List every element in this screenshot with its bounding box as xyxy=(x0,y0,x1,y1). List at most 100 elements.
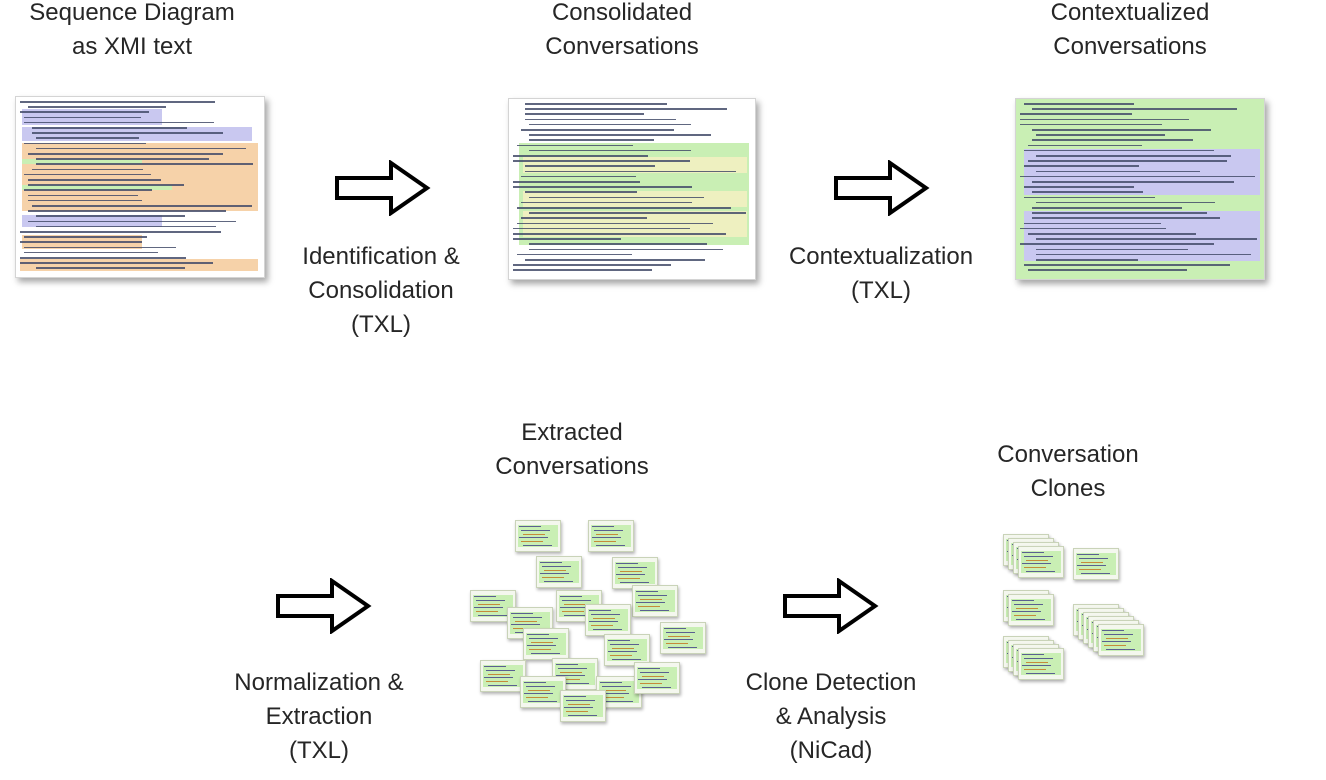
text-line xyxy=(28,194,138,197)
text-line xyxy=(668,635,690,637)
text-line xyxy=(564,615,593,616)
highlight-band xyxy=(523,681,563,703)
text-line xyxy=(1024,165,1139,167)
stage-label-line: Clones xyxy=(1030,475,1106,502)
text-line xyxy=(525,165,655,167)
text-line xyxy=(513,186,692,188)
text-line xyxy=(20,241,143,243)
text-line xyxy=(618,566,647,568)
text-line xyxy=(1081,561,1103,563)
text-line xyxy=(556,675,585,677)
text-line xyxy=(560,596,582,597)
text-line xyxy=(20,231,222,233)
conversation-thumbnail xyxy=(632,585,678,617)
stage-label-xmi: Sequence Diagram as XMI text xyxy=(14,0,250,64)
text-line xyxy=(562,611,584,613)
text-line xyxy=(542,565,571,567)
highlight-band xyxy=(1024,211,1260,261)
text-line xyxy=(28,153,223,155)
text-line xyxy=(476,611,498,613)
highlight-band xyxy=(637,667,677,689)
text-line xyxy=(1077,565,1106,567)
step-label-line: (TXL) xyxy=(851,277,911,304)
text-line xyxy=(1032,139,1193,141)
text-line xyxy=(596,545,625,546)
text-line xyxy=(526,685,555,687)
highlight-band xyxy=(563,695,603,717)
highlight-band xyxy=(1021,551,1061,573)
text-line xyxy=(529,243,707,245)
text-line xyxy=(521,529,550,531)
text-line xyxy=(589,621,618,623)
text-line xyxy=(593,617,615,619)
text-line xyxy=(1036,259,1138,261)
text-line xyxy=(568,703,590,705)
highlight-band xyxy=(1101,629,1141,651)
text-line xyxy=(529,248,723,251)
text-line xyxy=(28,184,184,186)
text-line xyxy=(24,142,147,145)
text-line xyxy=(558,667,587,669)
text-line xyxy=(1032,181,1235,183)
conversation-thumbnail xyxy=(588,520,634,552)
text-line xyxy=(513,155,649,157)
text-line xyxy=(32,168,143,171)
text-line xyxy=(616,563,638,564)
highlight-band xyxy=(635,590,675,612)
text-line xyxy=(594,541,616,543)
text-line xyxy=(527,645,556,647)
text-line xyxy=(1020,227,1166,230)
text-line xyxy=(36,147,246,150)
text-line xyxy=(564,603,586,605)
text-line xyxy=(558,679,580,681)
text-line xyxy=(1024,264,1231,266)
text-line xyxy=(513,181,640,183)
text-line xyxy=(1024,555,1053,557)
text-line xyxy=(24,116,141,119)
highlight-band xyxy=(1076,553,1116,575)
text-line xyxy=(488,673,510,675)
text-line xyxy=(529,123,692,126)
text-line xyxy=(1104,645,1126,647)
text-line xyxy=(511,624,540,626)
text-line xyxy=(1102,630,1124,631)
highlight-band xyxy=(526,633,566,655)
text-line xyxy=(529,212,747,214)
text-line xyxy=(1020,243,1214,245)
text-line xyxy=(1024,196,1156,199)
step-label-identification: Identification & Consolidation (TXL) xyxy=(270,240,492,342)
text-line xyxy=(1022,563,1051,565)
text-line xyxy=(1014,615,1036,617)
text-line xyxy=(529,649,551,651)
conversation-thumbnail xyxy=(585,604,631,636)
text-line xyxy=(24,236,148,238)
conversation-thumbnail xyxy=(1073,548,1119,580)
text-line xyxy=(564,707,593,709)
text-line xyxy=(540,562,562,563)
conversation-thumbnail xyxy=(1018,546,1064,578)
stage-label-contextualized: Contextualized Conversations xyxy=(1005,0,1255,64)
step-label-line: (TXL) xyxy=(289,737,349,764)
highlight-band xyxy=(483,665,523,687)
text-line xyxy=(531,653,560,654)
step-label-line: Clone Detection xyxy=(745,669,917,696)
arrow-right-icon xyxy=(834,160,930,216)
text-line xyxy=(517,253,632,256)
text-line xyxy=(28,199,142,202)
text-line xyxy=(476,599,505,601)
step-label-line: & Analysis xyxy=(775,703,887,730)
text-line xyxy=(618,578,640,580)
text-line xyxy=(542,577,564,579)
text-line xyxy=(612,659,641,660)
text-line xyxy=(524,682,546,683)
text-line xyxy=(521,541,543,543)
text-line xyxy=(1036,134,1165,136)
conversation-thumbnail xyxy=(560,690,606,722)
consolidated-document-thumbnail xyxy=(508,98,756,280)
stage-label-line: Sequence Diagram xyxy=(29,0,235,26)
text-line xyxy=(511,613,533,614)
text-line xyxy=(638,679,667,681)
text-line xyxy=(1022,552,1044,553)
text-line xyxy=(521,217,648,219)
text-line xyxy=(523,533,545,535)
